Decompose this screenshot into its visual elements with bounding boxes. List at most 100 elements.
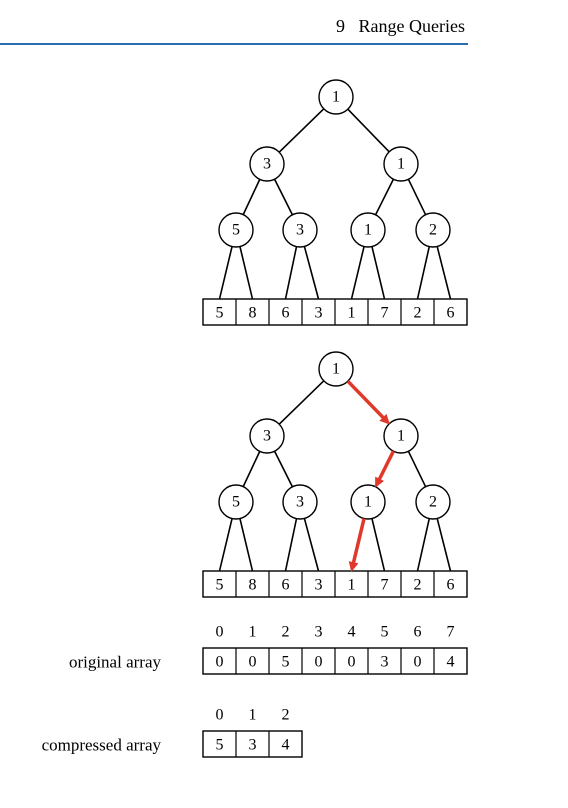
leaf-value: 8 xyxy=(249,577,257,594)
tree-edge xyxy=(242,451,261,487)
original-array-value: 3 xyxy=(381,654,389,671)
compressed-array-label: compressed array xyxy=(42,736,162,755)
path-arrow xyxy=(346,379,390,425)
compressed-array-index: 2 xyxy=(282,707,290,724)
tree-node xyxy=(350,212,386,248)
tree-edge xyxy=(371,246,386,300)
tree-node-value: 1 xyxy=(332,361,340,378)
tree-node xyxy=(415,212,451,248)
tree-node-value: 3 xyxy=(296,222,304,239)
chapter-number: 9 xyxy=(336,16,346,36)
tree-node-value: 3 xyxy=(296,494,304,511)
tree-edge xyxy=(239,246,254,300)
original-array-label: original array xyxy=(69,653,162,672)
leaf-value: 6 xyxy=(282,577,290,594)
original-array-value: 5 xyxy=(282,654,290,671)
leaf-value: 6 xyxy=(282,305,290,322)
tree-edge xyxy=(436,246,452,300)
tree-node xyxy=(383,146,419,182)
leaf-value: 5 xyxy=(216,305,224,322)
tree-edge xyxy=(278,380,325,425)
leaf-value: 6 xyxy=(447,577,455,594)
tree-edge xyxy=(350,246,365,300)
original-array-value: 0 xyxy=(249,654,257,671)
tree-edge xyxy=(416,246,431,300)
leaf-value: 3 xyxy=(315,305,323,322)
original-array-index: 4 xyxy=(348,624,356,641)
tree-node xyxy=(282,212,318,248)
tree-node xyxy=(383,418,419,454)
path-arrow xyxy=(348,518,366,572)
tree-edge xyxy=(284,518,298,572)
tree-edge xyxy=(218,246,233,300)
tree-node xyxy=(218,484,254,520)
original-array-value: 0 xyxy=(414,654,422,671)
original-array-value: 0 xyxy=(315,654,323,671)
compressed-array-box xyxy=(202,730,303,758)
tree-edge xyxy=(374,178,395,216)
leaf-value: 3 xyxy=(315,577,323,594)
tree-edge xyxy=(371,518,386,572)
tree-edge xyxy=(239,518,254,572)
tree-node-value: 2 xyxy=(429,222,437,239)
tree-node xyxy=(282,484,318,520)
leaf-value: 1 xyxy=(348,577,356,594)
tree-node-value: 2 xyxy=(429,494,437,511)
original-array-value: 0 xyxy=(216,654,224,671)
tree-edge xyxy=(407,178,427,216)
tree-edge xyxy=(273,450,294,488)
tree-node xyxy=(318,79,354,115)
leaf-value: 6 xyxy=(447,305,455,322)
tree-node-value: 1 xyxy=(364,222,372,239)
tree-node-value: 1 xyxy=(364,494,372,511)
tree-edge xyxy=(284,246,298,300)
leaf-value: 2 xyxy=(414,577,422,594)
tree-node-value: 5 xyxy=(232,494,240,511)
original-array-index: 1 xyxy=(249,624,257,641)
tree-node-value: 1 xyxy=(397,428,405,445)
tree-edge xyxy=(436,518,452,572)
tree-edge xyxy=(303,518,320,572)
original-array-value: 0 xyxy=(348,654,356,671)
leaf-value: 1 xyxy=(348,305,356,322)
page-header: 9 Range Queries xyxy=(0,0,568,48)
original-array-index: 0 xyxy=(216,624,224,641)
tree-edge xyxy=(347,108,390,153)
tree-node xyxy=(415,484,451,520)
compressed-array-value: 4 xyxy=(282,737,290,754)
header-title: 9 Range Queries xyxy=(336,16,465,37)
original-array: 0 1 2 3 4 5 6 7 0 0 5 0 0 3 0 4 original array xyxy=(69,624,468,675)
tree-node xyxy=(249,418,285,454)
original-array-index: 3 xyxy=(315,624,323,641)
compressed-array-value: 5 xyxy=(216,737,224,754)
leaf-value: 8 xyxy=(249,305,257,322)
tree-edge xyxy=(303,246,320,300)
tree-edge xyxy=(407,450,427,488)
chapter-title: Range Queries xyxy=(358,16,465,36)
tree-node-value: 3 xyxy=(263,156,271,173)
compressed-array-index: 0 xyxy=(216,707,224,724)
tree-edge xyxy=(416,518,431,572)
tree-edge xyxy=(273,178,294,216)
original-array-index: 5 xyxy=(381,624,389,641)
leaf-value: 5 xyxy=(216,577,224,594)
tree-node xyxy=(249,146,285,182)
tree-node-value: 1 xyxy=(397,156,405,173)
tree-node-value: 5 xyxy=(232,222,240,239)
tree-node xyxy=(218,212,254,248)
tree-edge xyxy=(218,518,233,572)
tree-node-value: 1 xyxy=(332,89,340,106)
tree-node xyxy=(318,351,354,387)
original-array-value: 4 xyxy=(447,654,455,671)
path-arrow xyxy=(374,450,395,488)
original-array-index: 7 xyxy=(447,624,455,641)
original-array-index: 2 xyxy=(282,624,290,641)
leaf-value: 7 xyxy=(381,305,389,322)
header-rule xyxy=(0,43,468,45)
original-array-index: 6 xyxy=(414,624,422,641)
tree-node xyxy=(350,484,386,520)
